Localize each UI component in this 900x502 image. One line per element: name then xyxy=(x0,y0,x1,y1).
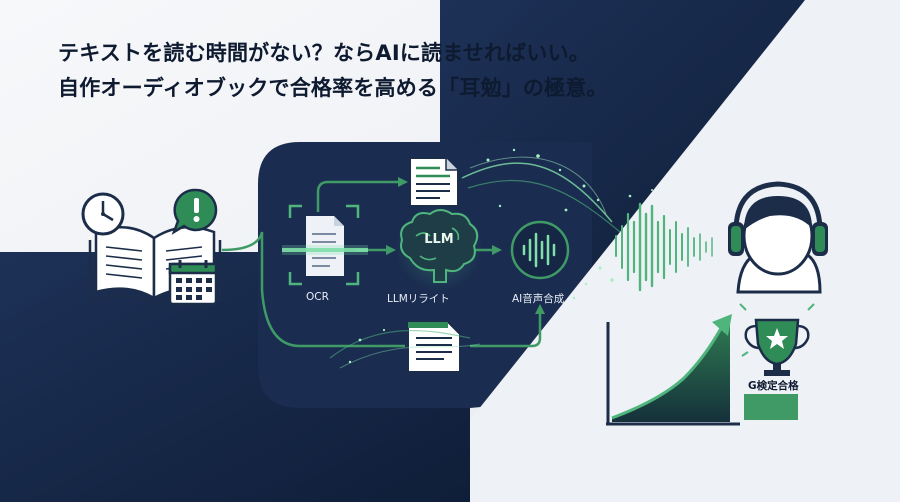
alert-icon xyxy=(171,188,218,235)
growth-chart-icon xyxy=(606,314,740,426)
llm-badge: LLM xyxy=(424,232,454,247)
arrowhead-ocr-llm xyxy=(386,245,396,255)
text-document-icon-upper xyxy=(409,157,459,207)
spark-marks xyxy=(739,303,815,357)
sparkle-dots xyxy=(348,148,653,364)
flow-line-lower xyxy=(221,231,405,348)
flow-line-upper xyxy=(316,180,398,212)
trophy-icon xyxy=(744,318,810,376)
sound-wave-bars xyxy=(615,202,713,292)
ocr-label: OCR xyxy=(306,291,329,303)
sound-particle-stream xyxy=(329,156,621,369)
brain-icon xyxy=(395,204,483,292)
arrowhead-tts xyxy=(535,304,545,314)
waveform-icon xyxy=(510,220,570,280)
goal-platform xyxy=(744,394,798,420)
arrowhead-upper xyxy=(398,177,408,187)
headline-line-2: 自作オーディオブックで合格率を高める「耳勉」の極意。 xyxy=(58,76,608,100)
headline-line-1: テキストを読む時間がない？ならAIに読ませればいい。 xyxy=(58,41,591,65)
goal-label: G検定合格 xyxy=(748,380,799,392)
ocr-document-icon xyxy=(282,204,368,286)
clock-icon xyxy=(81,192,125,236)
text-document-icon-lower xyxy=(407,321,461,373)
light-band-right xyxy=(470,0,900,502)
headphones-user-icon xyxy=(728,181,828,294)
arrowhead-llm-tts xyxy=(492,245,502,255)
flow-line-to-tts xyxy=(470,312,542,348)
tts-label: AI音声合成 xyxy=(512,293,565,305)
calendar-icon xyxy=(168,260,218,306)
llm-rewrite-label: LLMリライト xyxy=(387,293,450,305)
